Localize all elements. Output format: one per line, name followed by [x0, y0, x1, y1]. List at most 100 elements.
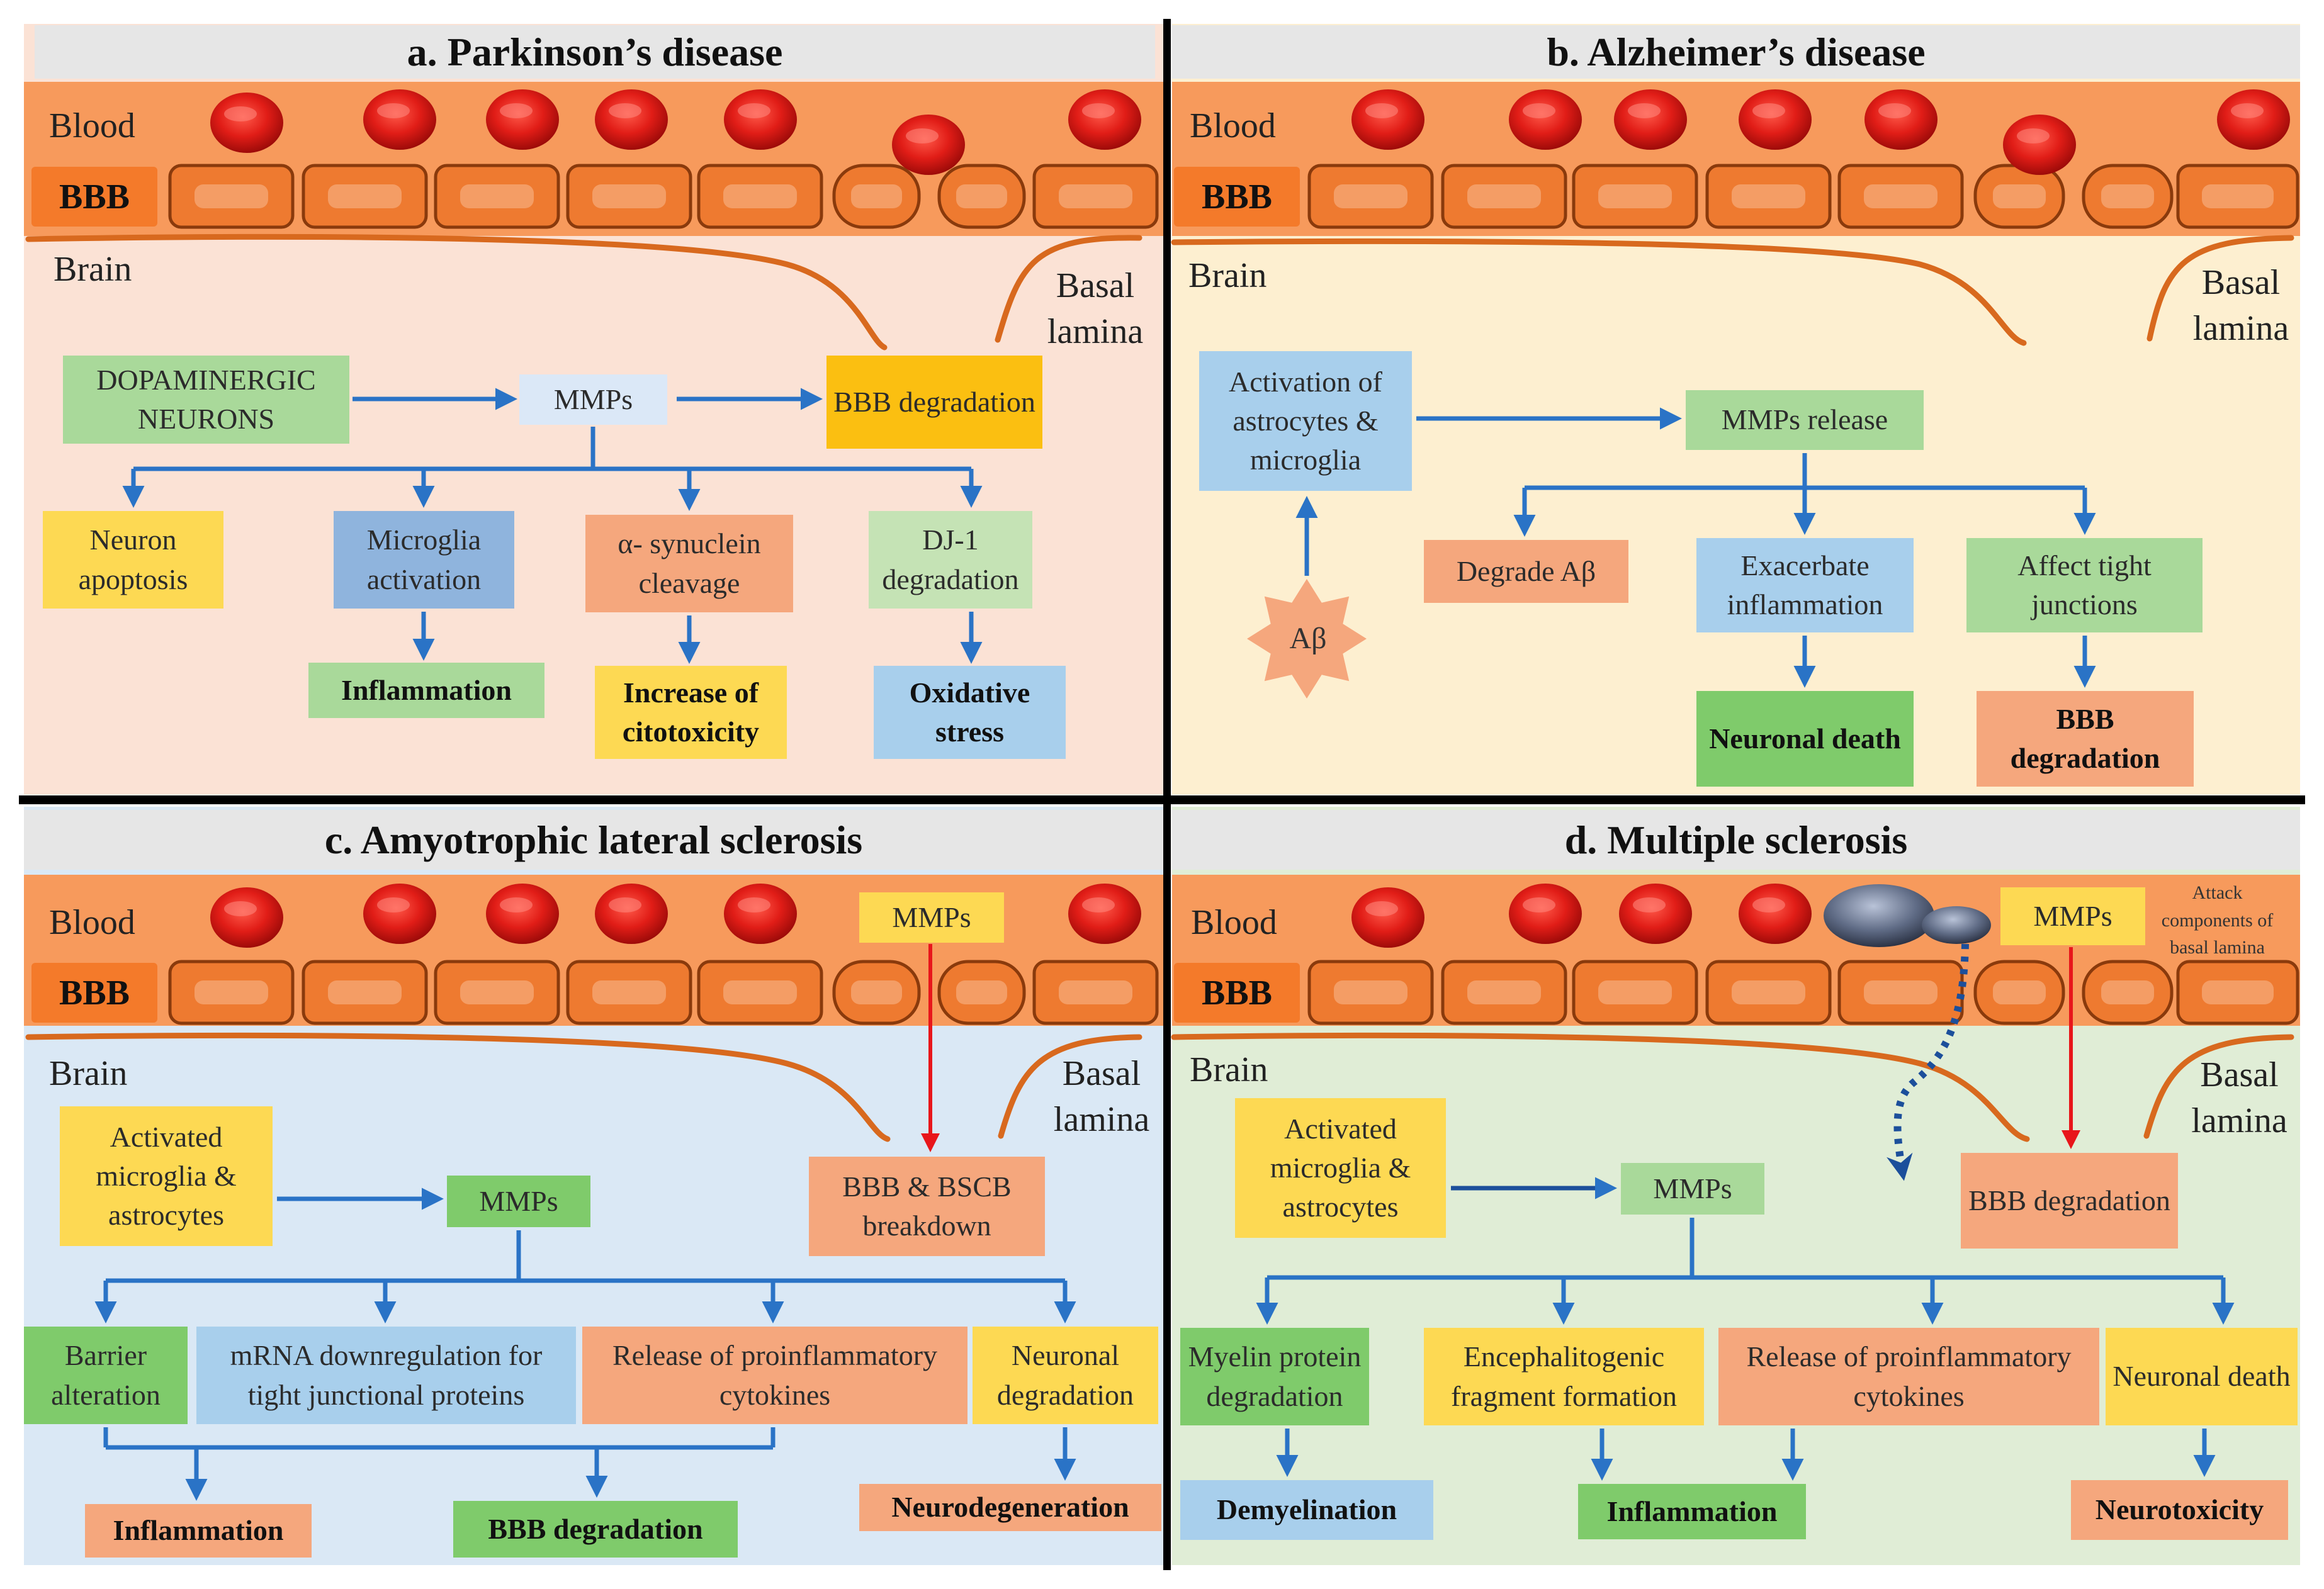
endothelial-cells — [168, 164, 2299, 1025]
red-blood-cell — [1509, 884, 1582, 944]
panel-b-brain-label: Brain — [1188, 256, 1267, 295]
red-blood-cell — [486, 884, 559, 944]
red-blood-cell — [363, 884, 436, 944]
red-blood-cell — [1864, 89, 1938, 150]
red-blood-cell — [595, 89, 668, 150]
panel-c-blood-mmps-box: MMPs — [859, 892, 1004, 943]
panel-b-basal-curve — [1171, 238, 2027, 346]
red-blood-cell — [1739, 89, 1812, 150]
panel-d-outcome-neurotoxicity: Neurotoxicity — [2071, 1480, 2288, 1540]
red-blood-cell — [486, 89, 559, 150]
panel-b-mmps-release-box: MMPs release — [1686, 390, 1924, 450]
endothelial-cell-nucleus — [851, 980, 902, 1004]
panel-d-basal-text: Basal lamina — [2191, 1055, 2287, 1140]
panel-b-outcome-neuronal-death: Neuronal death — [1696, 691, 1914, 787]
endothelial-cell-nucleus — [2101, 184, 2154, 208]
red-blood-cell — [1619, 884, 1692, 944]
panel-d-bbb-label: BBB — [1174, 963, 1300, 1023]
red-blood-cell-highlight — [2017, 128, 2050, 143]
panel-a-outcome-inflammation: Inflammation — [308, 663, 544, 718]
panel-a-bbb-label: BBB — [31, 167, 157, 227]
panel-b-basal-label: Basal lamina — [2184, 260, 2298, 352]
red-blood-cell — [1351, 887, 1424, 948]
panel-d-blood-label: Blood — [1191, 903, 1277, 942]
endothelial-cell-nucleus — [195, 980, 268, 1004]
vertical-divider — [1163, 19, 1171, 1570]
red-blood-cell-highlight — [1523, 103, 1555, 118]
red-blood-cell — [363, 89, 436, 150]
endothelial-cell-nucleus — [1598, 184, 1672, 208]
panel-c-breakdown-box: BBB & BSCB breakdown — [809, 1157, 1045, 1256]
red-blood-cell-highlight — [1628, 103, 1661, 118]
panel-b-basal-curve-right — [2146, 235, 2294, 342]
red-blood-cell-highlight — [609, 103, 641, 118]
panel-c-outcome-bbb-degradation: BBB degradation — [453, 1501, 738, 1558]
red-blood-cell-highlight — [1523, 897, 1555, 912]
red-blood-cell — [892, 115, 965, 175]
endothelial-cell-nucleus — [956, 980, 1007, 1004]
red-blood-cell-highlight — [500, 103, 533, 118]
endothelial-cell-nucleus — [1334, 184, 1407, 208]
endothelial-cell-nucleus — [1059, 980, 1132, 1004]
red-blood-cell-highlight — [1365, 103, 1398, 118]
panel-b-title: b. Alzheimer’s disease — [1172, 25, 2300, 79]
red-blood-cell-highlight — [224, 106, 257, 121]
endothelial-cell-nucleus — [1732, 184, 1805, 208]
panel-b-activation-box: Activation of astrocytes & microglia — [1199, 351, 1412, 491]
panel-a-blood-label: Blood — [49, 106, 135, 145]
panel-a-brain-label: Brain — [54, 250, 132, 289]
panel-d-item-neuronal-death: Neuronal death — [2106, 1328, 2298, 1425]
panel-a-item-microglia-activation: Microglia activation — [334, 511, 514, 609]
panel-c-basal-label: Basal lamina — [1045, 1051, 1158, 1143]
red-blood-cell-highlight — [500, 897, 533, 912]
panel-b-item-affect-tight-junctions: Affect tight junctions — [1966, 538, 2203, 632]
endothelial-cell-nucleus — [1467, 184, 1541, 208]
panel-a-basal-curve — [25, 233, 888, 351]
panel-c-source-box: Activated microglia & astrocytes — [60, 1106, 273, 1246]
red-blood-cell — [210, 93, 283, 153]
panel-a-item-synuclein-cleavage: α- synuclein cleavage — [585, 515, 793, 612]
red-blood-cell-highlight — [906, 128, 939, 143]
red-blood-cell — [595, 884, 668, 944]
red-blood-cell-highlight — [738, 897, 770, 912]
red-blood-cell — [1614, 89, 1687, 150]
panel-d-title: d. Multiple sclerosis — [1172, 810, 2300, 870]
panel-d-outcome-demyelination: Demyelination — [1180, 1480, 1433, 1540]
endothelial-cell-nucleus — [2202, 184, 2274, 208]
leukocyte-small — [1922, 906, 1991, 944]
endothelial-cell-nucleus — [723, 184, 797, 208]
endothelial-cell-nucleus — [195, 184, 268, 208]
red-blood-cell-highlight — [1365, 901, 1398, 916]
endothelial-cell-nucleus — [1732, 980, 1805, 1004]
panel-d-blood-mmps-box: MMPs — [2000, 887, 2145, 945]
panel-a-outcome-citotoxicity: Increase of citotoxicity — [595, 666, 787, 759]
panel-d-bbb-degradation-box: BBB degradation — [1961, 1153, 2178, 1249]
panel-c-basal-text: Basal lamina — [1053, 1054, 1150, 1139]
panel-b-basal-text: Basal lamina — [2192, 263, 2289, 348]
panel-d-brain-label: Brain — [1190, 1050, 1268, 1089]
basal-lamina-curves — [25, 233, 2294, 1142]
leukocyte-large — [1824, 884, 1934, 947]
panel-a-basal-label: Basal lamina — [1042, 263, 1149, 355]
red-blood-cell — [724, 89, 797, 150]
endothelial-cell-nucleus — [1059, 184, 1132, 208]
red-blood-cell-highlight — [224, 901, 257, 916]
panel-c-outcome-neurodegeneration: Neurodegeneration — [859, 1484, 1161, 1531]
endothelial-cell-nucleus — [1334, 980, 1407, 1004]
red-blood-cell — [1739, 884, 1812, 944]
endothelial-cell-nucleus — [851, 184, 902, 208]
blue-arrows — [94, 388, 2235, 1501]
endothelial-cell-nucleus — [2202, 980, 2274, 1004]
panel-a-basal-text: Basal lamina — [1047, 266, 1144, 351]
panel-c-item-neuronal-degradation: Neuronal degradation — [973, 1327, 1158, 1424]
red-blood-cell-highlight — [738, 103, 770, 118]
endothelial-cell-nucleus — [1864, 980, 1938, 1004]
red-blood-cell — [1509, 89, 1582, 150]
panel-d-item-release-cytokines: Release of proinflammatory cytokines — [1718, 1328, 2099, 1425]
panel-d-mmps-box: MMPs — [1621, 1163, 1764, 1215]
endothelial-cell-nucleus — [460, 184, 534, 208]
panel-c-outcome-inflammation: Inflammation — [85, 1504, 312, 1558]
endothelial-cell-nucleus — [592, 980, 666, 1004]
panel-b-item-degrade-abeta: Degrade Aβ — [1424, 540, 1628, 603]
